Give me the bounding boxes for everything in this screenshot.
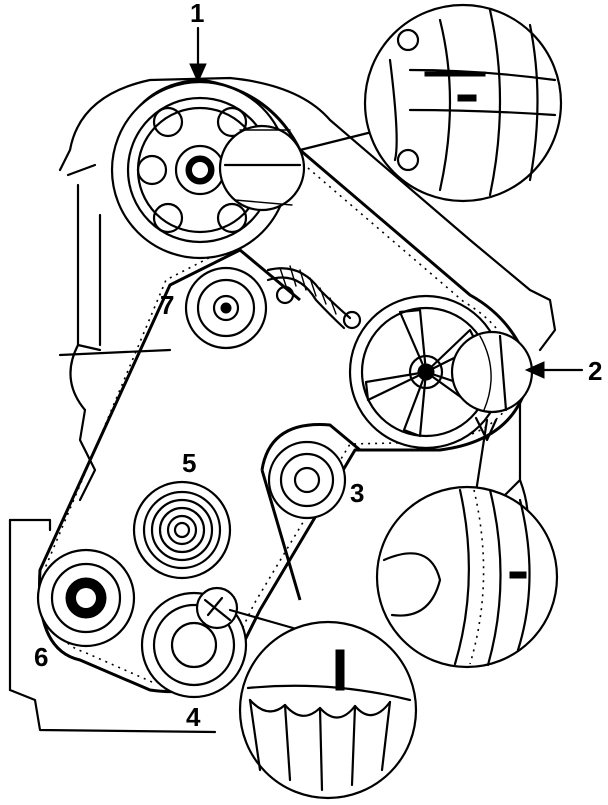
- camshaft-sprocket: [110, 80, 306, 260]
- callout-4: 4: [186, 702, 201, 732]
- pulley-four: [140, 586, 248, 699]
- callout-1: 1: [190, 0, 204, 28]
- idler-pulley: [267, 440, 347, 520]
- pulley-five: [132, 480, 232, 580]
- arrow-one: [189, 26, 207, 84]
- callout-2: 2: [588, 356, 602, 386]
- detail-camshaft-mark: [298, 3, 563, 203]
- tensioner-spring: [266, 265, 362, 330]
- engine-block-outline: [8, 76, 557, 734]
- tensioner-pulley: [184, 266, 268, 350]
- callout-7: 7: [160, 290, 174, 320]
- crankshaft-sprocket: [36, 548, 136, 648]
- detail-intermediate-mark: [375, 416, 559, 669]
- callout-6: 6: [34, 642, 48, 672]
- detail-crank-mark: [228, 608, 418, 800]
- callout-5: 5: [182, 448, 196, 478]
- intermediate-sprocket: [348, 294, 534, 450]
- callout-3: 3: [350, 478, 364, 508]
- arrow-two: [524, 361, 584, 379]
